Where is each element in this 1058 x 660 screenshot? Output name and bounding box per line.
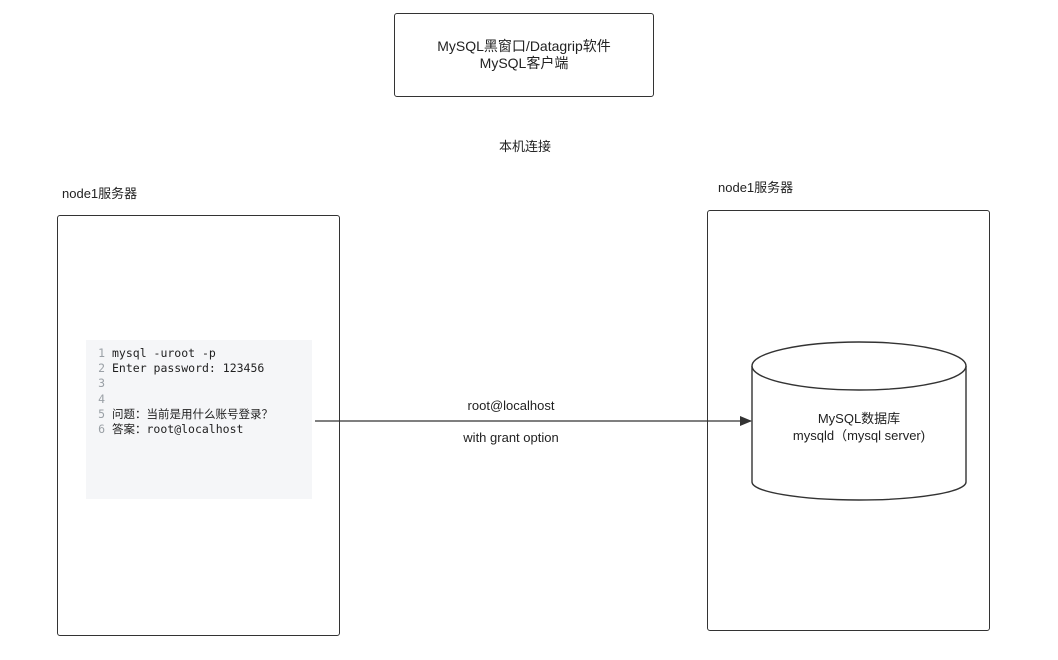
code-line: 2 Enter password: 123456 xyxy=(86,361,312,376)
local-connection-label: 本机连接 xyxy=(498,139,551,154)
left-server-label: node1服务器 xyxy=(62,186,138,201)
client-subtitle: MySQL客户端 xyxy=(479,55,569,71)
code-text: mysql -uroot -p xyxy=(112,346,216,360)
code-block: 1 mysql -uroot -p 2 Enter password: 1234… xyxy=(86,340,312,499)
left-server-box xyxy=(57,215,340,636)
database-label: MySQL数据库 mysqld（mysql server) xyxy=(752,410,966,444)
code-text: 答案：root@localhost xyxy=(112,421,244,436)
line-number: 1 xyxy=(98,346,105,360)
right-server-label: node1服务器 xyxy=(718,180,794,195)
line-number: 3 xyxy=(98,376,105,391)
client-title: MySQL黑窗口/Datagrip软件 xyxy=(437,38,611,54)
code-line: 4 xyxy=(86,392,312,407)
database-title: MySQL数据库 xyxy=(817,411,901,426)
arrow-label-grant: with grant option xyxy=(447,430,575,445)
code-line: 1 mysql -uroot -p xyxy=(86,346,312,361)
code-text: Enter password: 123456 xyxy=(112,361,265,376)
code-text: 问题：当前是用什么账号登录？ xyxy=(112,406,273,421)
code-line: 6 答案：root@localhost xyxy=(86,422,312,437)
line-number: 2 xyxy=(98,361,105,376)
database-subtitle: mysqld（mysql server) xyxy=(792,428,926,443)
line-number: 5 xyxy=(98,406,105,421)
line-number: 6 xyxy=(98,421,105,436)
code-line: 5 问题：当前是用什么账号登录？ xyxy=(86,407,312,422)
arrow-label-user: root@localhost xyxy=(447,398,575,413)
code-line: 3 xyxy=(86,376,312,391)
line-number: 4 xyxy=(98,391,105,406)
mysql-client-box: MySQL黑窗口/Datagrip软件 MySQL客户端 xyxy=(394,13,654,97)
database-cylinder xyxy=(751,341,967,501)
